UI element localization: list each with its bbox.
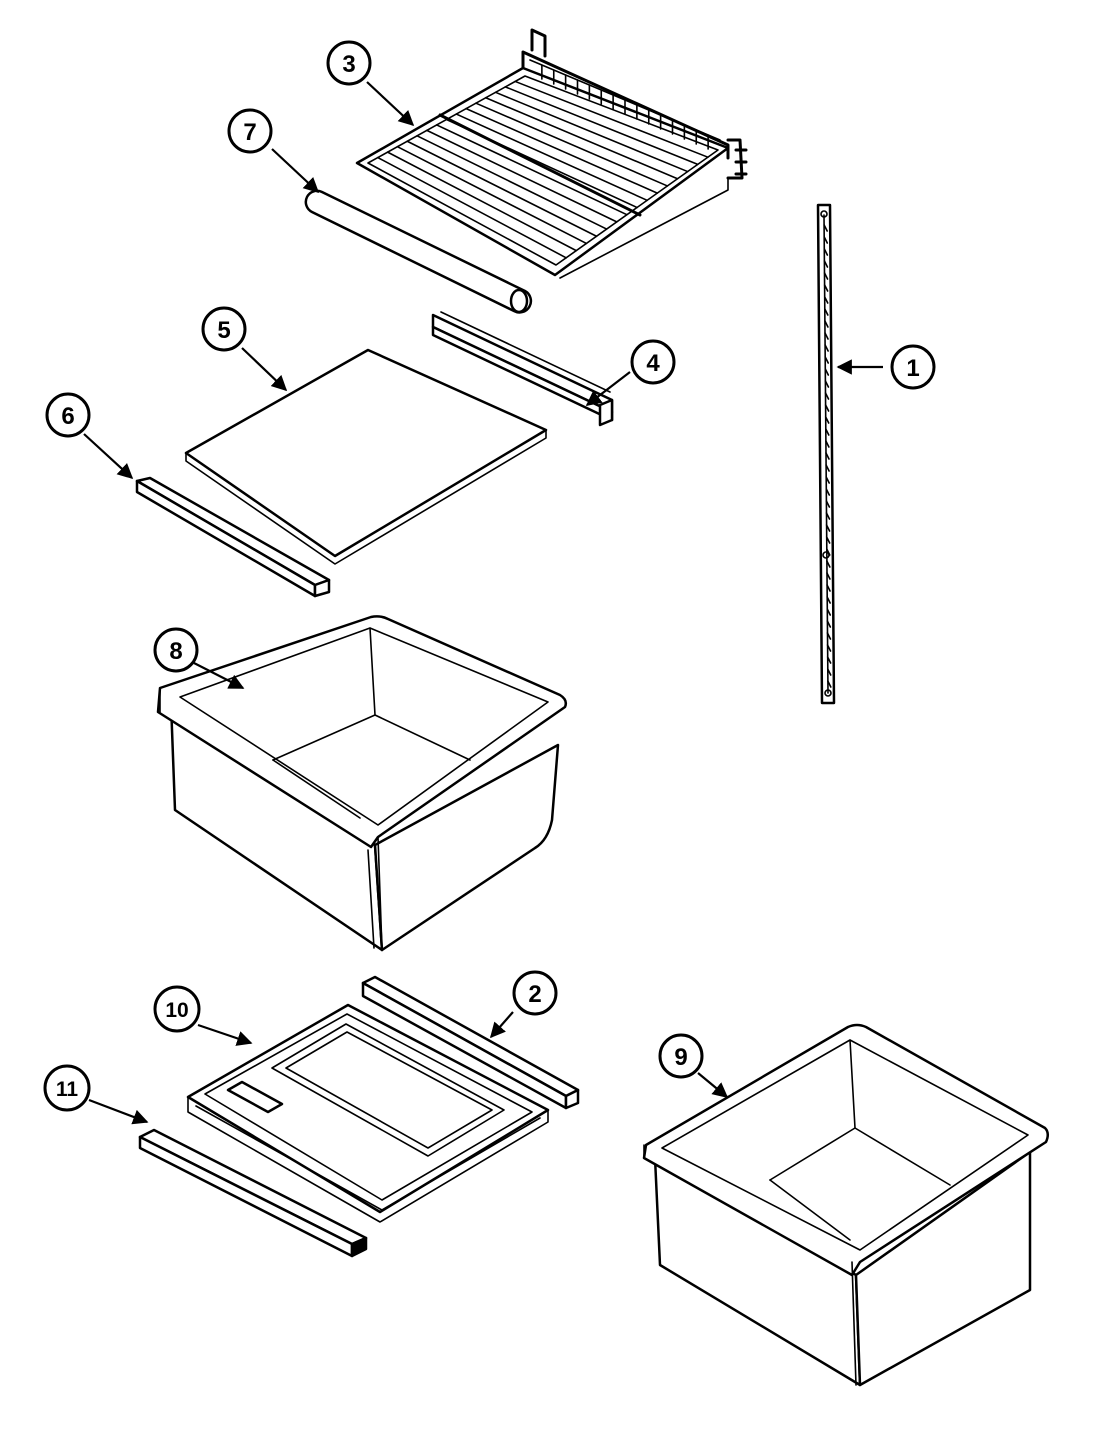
callout-2: 2: [512, 970, 558, 1016]
callout-5-label: 5: [217, 317, 230, 344]
callout-9-label: 9: [674, 1044, 687, 1071]
callout-2-label: 2: [528, 981, 541, 1008]
callout-7-label: 7: [243, 119, 256, 146]
callout-4-label: 4: [646, 350, 660, 377]
callout-1-label: 1: [906, 355, 919, 382]
crisper-cover-frame: [186, 1003, 550, 1223]
callout-9: 9: [658, 1033, 704, 1079]
callout-11: 11: [43, 1064, 91, 1112]
callout-6: 6: [45, 392, 91, 438]
callout-10: 10: [153, 985, 201, 1033]
callout-3-label: 3: [342, 51, 355, 78]
crisper-cover-rail-right: [361, 975, 580, 1110]
callout-11-label: 11: [56, 1078, 79, 1101]
callout-8: 8: [153, 627, 199, 673]
crisper-drawer-lower: [642, 1023, 1049, 1387]
right-crisper-rail: [431, 311, 614, 427]
callout-5: 5: [201, 306, 247, 352]
wire-shelf: [355, 28, 748, 279]
callout-3: 3: [326, 40, 372, 86]
left-crisper-rail: [135, 476, 331, 598]
crisper-cover-rail-left: [138, 1128, 368, 1258]
shelf-ladder: [816, 203, 836, 705]
callout-7: 7: [227, 108, 273, 154]
callout-8-label: 8: [169, 638, 182, 665]
callout-1: 1: [890, 344, 936, 390]
leader-lines: [83, 81, 883, 1125]
callout-10-label: 10: [165, 999, 188, 1022]
glass-crisper-cover: [184, 348, 548, 565]
crisper-drawer-upper: [156, 615, 568, 952]
callout-4: 4: [630, 339, 676, 385]
callout-6-label: 6: [61, 403, 74, 430]
